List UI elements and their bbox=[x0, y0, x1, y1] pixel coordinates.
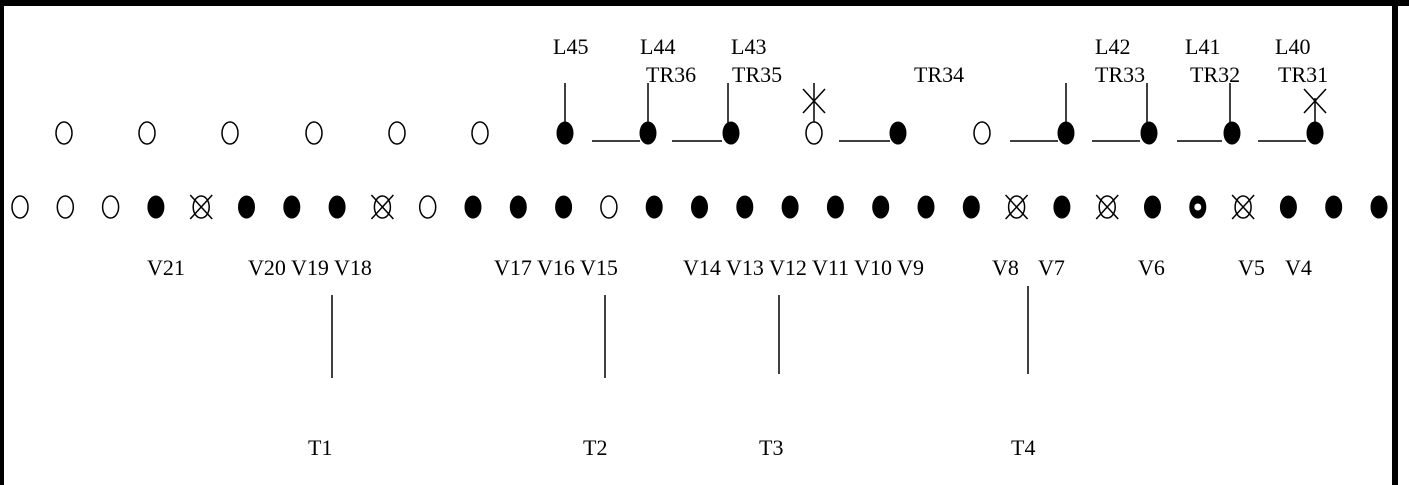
label-v8: V8 bbox=[992, 255, 1019, 280]
bottom-node-28 bbox=[1231, 194, 1255, 220]
label-l40: L40 bbox=[1275, 34, 1310, 59]
bottom-node-3 bbox=[101, 195, 120, 219]
label-v14-v9: V14 V13 V12 V11 V10 V9 bbox=[683, 255, 924, 280]
bottom-node-11 bbox=[464, 195, 482, 219]
label-l41: L41 bbox=[1185, 34, 1220, 59]
top-node-9 bbox=[722, 121, 740, 145]
label-t3: T3 bbox=[759, 435, 783, 460]
bottom-node-23 bbox=[1005, 194, 1029, 220]
label-t4: T4 bbox=[1011, 435, 1035, 460]
bottom-node-27 bbox=[1189, 195, 1207, 219]
label-l45: L45 bbox=[553, 34, 588, 59]
label-v20-v18: V20 V19 V18 bbox=[248, 255, 372, 280]
top-node-15 bbox=[1223, 121, 1241, 145]
bottom-row-nodes bbox=[11, 194, 1388, 220]
terminal-labels: T1 T2 T3 T4 bbox=[308, 435, 1035, 460]
top-node-5 bbox=[388, 121, 406, 145]
top-labels: L45 L44 L43 L42 L41 L40 TR36 TR35 TR34 T… bbox=[553, 34, 1328, 87]
label-t1: T1 bbox=[308, 435, 332, 460]
bottom-node-4 bbox=[147, 195, 165, 219]
bottom-node-25 bbox=[1095, 194, 1119, 220]
bottom-node-31 bbox=[1370, 195, 1388, 219]
bottom-node-13 bbox=[555, 195, 573, 219]
top-node-1 bbox=[55, 121, 73, 145]
top-node-10 bbox=[802, 88, 826, 145]
bottom-node-9 bbox=[370, 194, 394, 220]
bottom-node-14 bbox=[600, 195, 618, 219]
top-node-14 bbox=[1140, 121, 1158, 145]
bottom-node-30 bbox=[1325, 195, 1343, 219]
top-node-3 bbox=[221, 121, 239, 145]
top-wires bbox=[564, 83, 1316, 142]
bottom-node-18 bbox=[781, 195, 799, 219]
bottom-node-26 bbox=[1144, 195, 1161, 219]
bottom-node-21 bbox=[917, 195, 935, 219]
top-node-7 bbox=[556, 121, 574, 145]
label-tr31: TR31 bbox=[1278, 62, 1328, 87]
bottom-node-10 bbox=[418, 195, 437, 219]
top-node-8 bbox=[639, 121, 657, 145]
bottom-node-6 bbox=[238, 195, 255, 219]
label-v17-v15: V17 V16 V15 bbox=[494, 255, 618, 280]
bottom-node-12 bbox=[509, 195, 527, 219]
bottom-node-2 bbox=[56, 195, 75, 219]
bottom-labels: V21 V20 V19 V18 V17 V16 V15 V14 V13 V12 … bbox=[147, 255, 1312, 280]
top-node-12 bbox=[973, 121, 991, 145]
bottom-node-20 bbox=[872, 195, 890, 219]
top-node-6 bbox=[471, 121, 489, 145]
top-node-4 bbox=[305, 121, 323, 145]
label-l44: L44 bbox=[640, 34, 675, 59]
terminal-lines bbox=[331, 286, 1029, 378]
bottom-node-17 bbox=[736, 195, 754, 219]
label-tr35: TR35 bbox=[732, 62, 782, 87]
top-node-11 bbox=[889, 121, 907, 145]
bottom-node-16 bbox=[691, 195, 708, 219]
bottom-node-7 bbox=[283, 195, 301, 219]
label-tr34: TR34 bbox=[914, 62, 964, 87]
label-v4: V4 bbox=[1285, 255, 1312, 280]
label-tr33: TR33 bbox=[1095, 62, 1145, 87]
label-v7: V7 bbox=[1038, 255, 1065, 280]
label-l42: L42 bbox=[1095, 34, 1130, 59]
bottom-node-29 bbox=[1279, 195, 1297, 219]
label-t2: T2 bbox=[583, 435, 607, 460]
bottom-node-24 bbox=[1053, 195, 1071, 219]
label-l43: L43 bbox=[731, 34, 766, 59]
label-v21: V21 bbox=[147, 255, 185, 280]
bottom-node-19 bbox=[826, 195, 844, 219]
bottom-node-22 bbox=[962, 195, 980, 219]
label-v5: V5 bbox=[1238, 255, 1265, 280]
bottom-node-5 bbox=[189, 194, 213, 220]
label-v6: V6 bbox=[1138, 255, 1165, 280]
bottom-node-8 bbox=[328, 195, 346, 219]
top-node-2 bbox=[138, 121, 156, 145]
bottom-node-1 bbox=[11, 195, 29, 219]
label-tr32: TR32 bbox=[1190, 62, 1240, 87]
label-tr36: TR36 bbox=[646, 62, 696, 87]
bottom-node-15 bbox=[645, 195, 663, 219]
top-row-nodes bbox=[55, 88, 1327, 145]
top-node-16 bbox=[1303, 88, 1327, 145]
top-node-13 bbox=[1057, 121, 1075, 145]
